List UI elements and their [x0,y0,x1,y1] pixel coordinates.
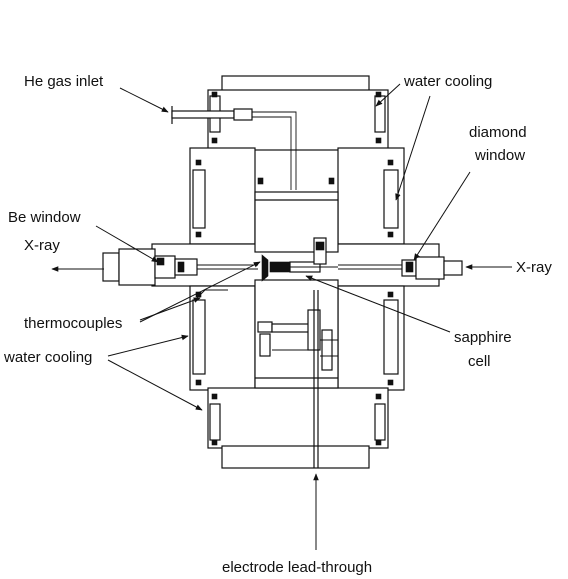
sapphire-cell-assembly [261,237,338,282]
label-xray-right: X-ray [516,259,552,276]
electrode-assembly [257,290,338,468]
label-diamond-window-1: diamond [469,124,527,141]
labels: He gas inlet water cooling diamond windo… [3,73,552,576]
label-water-cooling-top: water cooling [403,73,492,90]
he-gas-inlet-tube [171,106,297,190]
label-water-cooling-left: water cooling [3,349,92,366]
label-he-gas-inlet: He gas inlet [24,73,104,90]
label-xray-left: X-ray [24,237,60,254]
label-electrode-lead-through: electrode lead-through [222,559,372,576]
label-diamond-window-2: window [474,147,525,164]
label-be-window: Be window [8,209,81,226]
label-sapphire-cell-1: sapphire [454,329,512,346]
leader-arrows [51,83,512,550]
label-thermocouples: thermocouples [24,315,122,332]
diamond-window-port [338,256,463,280]
label-sapphire-cell-2: cell [468,353,491,370]
be-window-port [102,248,258,286]
